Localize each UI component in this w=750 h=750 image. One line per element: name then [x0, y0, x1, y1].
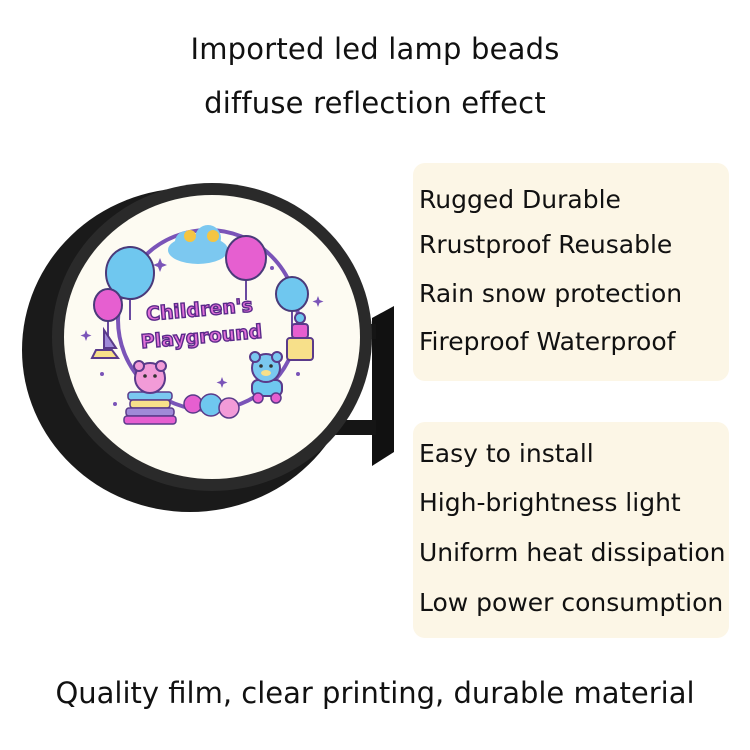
toy-balls-icon — [183, 393, 240, 419]
footer-tagline: Quality film, clear printing, durable ma… — [55, 676, 695, 710]
balloon-blue-left-icon — [105, 246, 155, 320]
sparkle-icons — [80, 258, 324, 406]
feature-item: Uniform heat dissipation — [419, 538, 726, 567]
feature-item: High-brightness light — [419, 488, 681, 517]
sign-title-line-1: Children's — [145, 294, 254, 325]
feature-item: Rain snow protection — [419, 279, 683, 308]
pink-bear-icon — [123, 360, 177, 425]
features-panel-durability: Rugged Durable Rrustproof Reusable Rain … — [413, 163, 729, 381]
features-panel-performance: Easy to install High-brightness light Un… — [413, 422, 729, 638]
stacking-toy-icon — [286, 312, 314, 361]
balloon-blue-right-icon — [275, 276, 309, 330]
blue-bear-icon — [249, 351, 283, 404]
headline-line-1: Imported led lamp beads — [190, 32, 560, 66]
headline-line-2: diffuse reflection effect — [204, 86, 546, 120]
feature-item: Rugged Durable — [419, 185, 621, 214]
balloon-pink-right-icon — [225, 235, 267, 300]
cloud-icon — [168, 225, 228, 264]
feature-item: Rrustproof Reusable — [419, 230, 673, 259]
feature-item: Fireproof Waterproof — [419, 327, 676, 356]
feature-item: Low power consumption — [419, 588, 724, 617]
feature-item: Easy to install — [419, 439, 594, 468]
boat-toy-icon — [90, 326, 120, 359]
